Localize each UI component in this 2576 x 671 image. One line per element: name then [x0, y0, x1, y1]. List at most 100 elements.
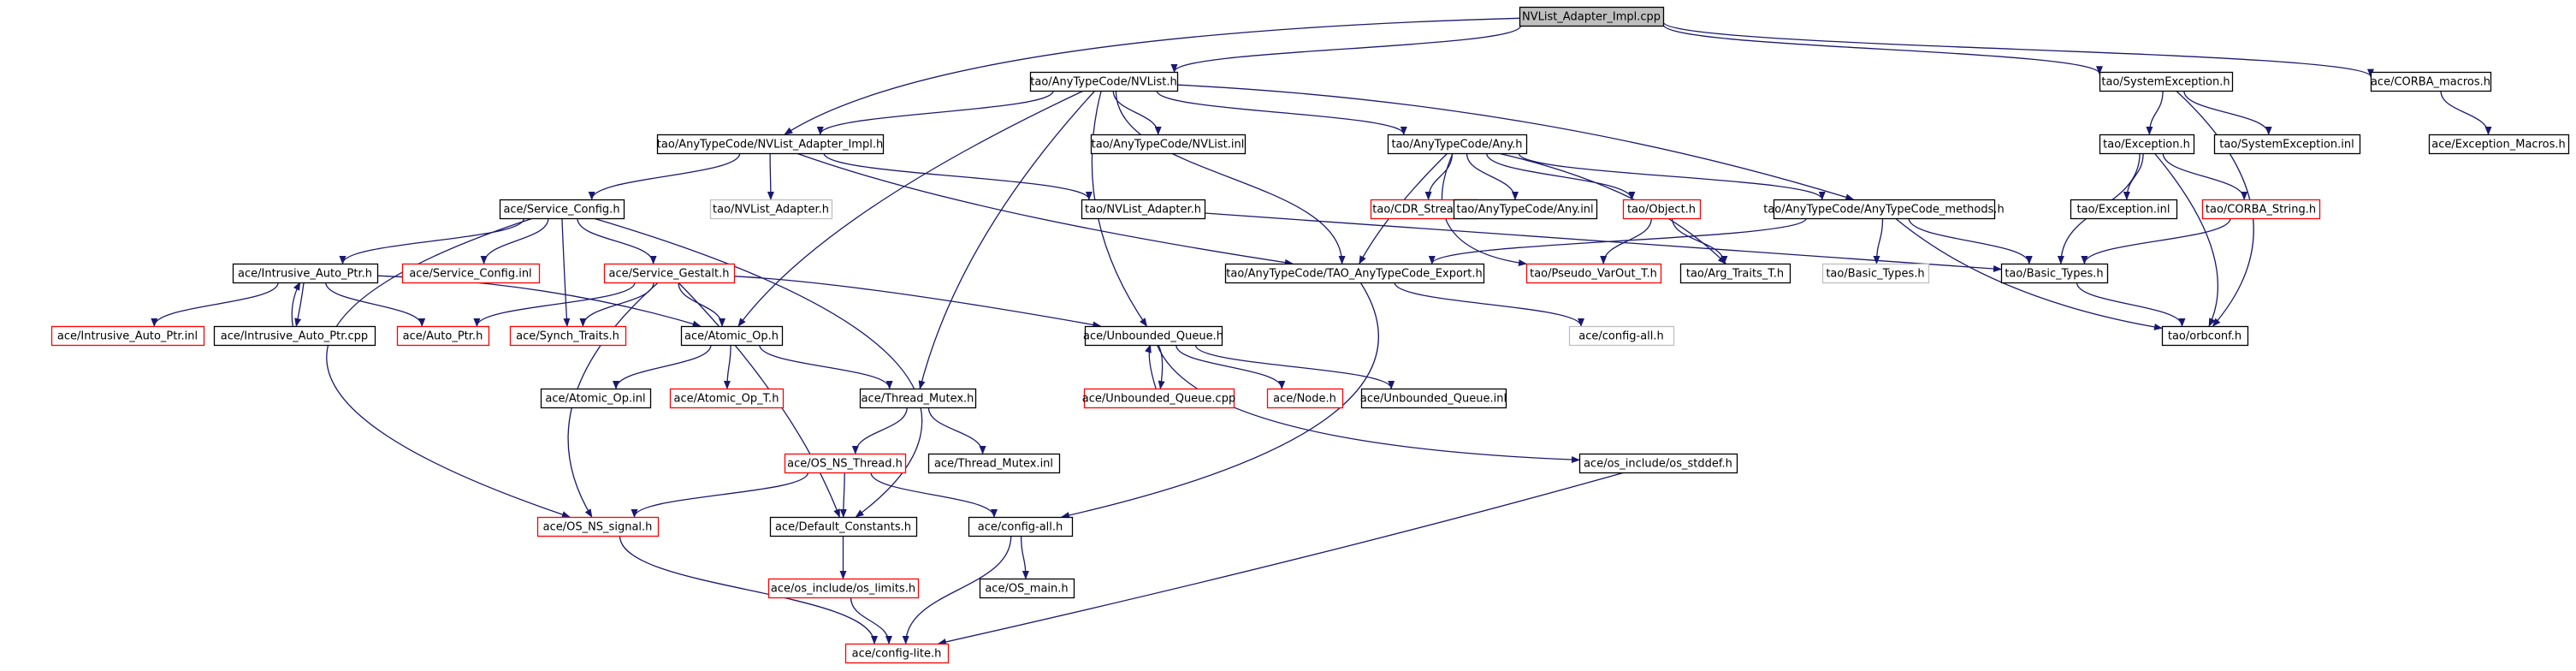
node-sysexc_h[interactable]: tao/SystemException.h: [2099, 71, 2234, 92]
edge-os_stddef-to-config_lite: [937, 472, 1625, 645]
node-box: [2370, 71, 2492, 92]
node-basic_types[interactable]: tao/Basic_Types.h: [2000, 263, 2109, 284]
node-corba_string[interactable]: tao/CORBA_String.h: [2201, 199, 2321, 220]
node-pseudo_varout[interactable]: tao/Pseudo_VarOut_T.h: [1525, 263, 1662, 284]
node-os_limits[interactable]: ace/os_include/os_limits.h: [767, 578, 920, 599]
edge-exception_h-to-exc_inl: [2123, 152, 2144, 200]
node-label: ace/Service_Gestalt.h: [608, 268, 729, 281]
node-label: tao/SystemException.inl: [2219, 139, 2354, 151]
node-nvlist_h[interactable]: tao/AnyTypeCode/NVList.h: [1029, 71, 1179, 92]
node-atc_export[interactable]: tao/AnyTypeCode/TAO_AnyTypeCode_Export.h: [1224, 263, 1485, 284]
node-unbounded_queue_cpp[interactable]: ace/Unbounded_Queue.cpp: [1082, 388, 1235, 409]
edge-atc_export-to-config_all_und: [1394, 282, 1584, 327]
node-box: [213, 325, 376, 347]
node-nvl_adapter[interactable]: tao/NVList_Adapter.h: [1081, 199, 1206, 220]
edge-nvla_impl_h-to-atc_export: [796, 152, 1294, 266]
node-intr_ptr_inl[interactable]: ace/Intrusive_Auto_Ptr.inl: [50, 325, 205, 347]
node-thread_mutex_inl[interactable]: ace/Thread_Mutex.inl: [927, 453, 1061, 474]
node-any_inl[interactable]: tao/AnyTypeCode/Any.inl: [1453, 199, 1598, 220]
node-intr_ptr_cpp[interactable]: ace/Intrusive_Auto_Ptr.cpp: [213, 325, 376, 347]
node-box: [1453, 199, 1598, 220]
node-label: ace/Default_Constants.h: [775, 521, 911, 534]
edge-nvlist_h-to-atc_methods: [1176, 84, 1855, 201]
node-box: [2161, 325, 2249, 347]
node-orbconf[interactable]: tao/orbconf.h: [2161, 325, 2249, 347]
node-label: ace/os_include/os_limits.h: [771, 583, 915, 596]
node-label: ace/config-all.h: [1578, 330, 1664, 343]
node-label: tao/CDR_Stream.h: [1372, 204, 1474, 217]
node-corba_macros[interactable]: ace/CORBA_macros.h: [2370, 71, 2492, 92]
node-box: [1029, 71, 1179, 92]
node-nvlist_inl[interactable]: tao/AnyTypeCode/NVList.inl: [1090, 134, 1247, 155]
node-os_ns_signal[interactable]: ace/OS_NS_signal.h: [536, 516, 660, 537]
edge-unbounded_queue-to-node_h: [1175, 344, 1286, 389]
node-os_main[interactable]: ace/OS_main.h: [979, 578, 1075, 599]
edge-atomic_op-to-thread_mutex: [759, 344, 893, 389]
edge-any_h-to-pseudo_varout: [1441, 152, 1527, 267]
node-config_all_und: ace/config-all.h: [1568, 325, 1675, 347]
edge-svc_gestalt-to-unbounded_queue: [733, 276, 1102, 329]
edge-atc_methods-to-orbconf: [1894, 217, 2163, 330]
node-nvla_impl_h[interactable]: tao/AnyTypeCode/NVList_Adapter_Impl.h: [657, 134, 885, 155]
node-label: ace/config-all.h: [978, 521, 1063, 534]
node-box: [2201, 199, 2321, 220]
node-config_lite[interactable]: ace/config-lite.h: [844, 643, 950, 664]
node-atc_methods[interactable]: tao/AnyTypeCode/AnyTypeCode_methods.h: [1763, 199, 2005, 220]
node-label: tao/Arg_Traits_T.h: [1686, 268, 1784, 281]
edge-nvlist_h-to-nvlist_inl: [1112, 90, 1162, 135]
node-svc_config[interactable]: ace/Service_Config.h: [499, 199, 625, 220]
node-atomic_op[interactable]: ace/Atomic_Op.h: [680, 325, 784, 347]
edge-svc_config-to-synch_traits: [561, 217, 571, 327]
edge-thread_mutex-to-thread_mutex_inl: [927, 407, 986, 454]
node-label: tao/AnyTypeCode/Any.inl: [1456, 204, 1593, 217]
node-label: tao/Exception.inl: [2077, 204, 2170, 217]
node-box: [603, 263, 736, 284]
node-atomic_op_inl[interactable]: ace/Atomic_Op.inl: [540, 388, 652, 409]
node-root[interactable]: NVList_Adapter_Impl.cpp: [1519, 6, 1665, 27]
node-node_h[interactable]: ace/Node.h: [1266, 388, 1344, 409]
node-box: [1266, 388, 1344, 409]
node-any_h[interactable]: tao/AnyTypeCode/Any.h: [1387, 134, 1528, 155]
node-config_all[interactable]: ace/config-all.h: [968, 516, 1074, 537]
edge-nvl_adapter-to-basic_types: [1204, 212, 2002, 272]
edge-corba_string-to-basic_types: [2081, 217, 2231, 264]
node-intrusive_ptr[interactable]: ace/Intrusive_Auto_Ptr.h: [232, 263, 379, 284]
edge-nvlist_h-to-any_h: [1156, 90, 1407, 135]
node-box: [50, 325, 205, 347]
edge-sysexc_h-to-sysexc_inl: [2183, 90, 2272, 135]
node-svc_gestalt[interactable]: ace/Service_Gestalt.h: [603, 263, 736, 284]
node-label: ace/Atomic_Op_T.h: [674, 393, 779, 406]
node-default_constants[interactable]: ace/Default_Constants.h: [769, 516, 918, 537]
edge-svc_gestalt-to-synch_traits: [579, 282, 654, 327]
edge-unbounded_queue-to-unbounded_queue_cpp: [1158, 344, 1165, 389]
node-atomic_op_t[interactable]: ace/Atomic_Op_T.h: [669, 388, 785, 409]
node-exception_h[interactable]: tao/Exception.h: [2099, 134, 2195, 155]
node-svc_config_inl[interactable]: ace/Service_Config.inl: [401, 263, 541, 284]
node-exc_inl[interactable]: tao/Exception.inl: [2070, 199, 2178, 220]
node-unbounded_queue_inl[interactable]: ace/Unbounded_Queue.inl: [1360, 388, 1507, 409]
node-label: ace/Intrusive_Auto_Ptr.cpp: [221, 330, 368, 343]
node-sysexc_inl[interactable]: tao/SystemException.inl: [2213, 134, 2361, 155]
node-arg_traits[interactable]: tao/Arg_Traits_T.h: [1679, 263, 1791, 284]
edge-nvlist_h-to-nvla_impl_h: [816, 90, 1054, 135]
edge-exception_h-to-corba_string: [2162, 152, 2248, 200]
node-box: [1622, 199, 1702, 220]
node-label: tao/Basic_Types.h: [2005, 268, 2103, 281]
node-label: ace/Unbounded_Queue.h: [1083, 330, 1223, 343]
node-label: tao/orbconf.h: [2168, 330, 2241, 343]
node-os_stddef[interactable]: ace/os_include/os_stddef.h: [1578, 453, 1738, 474]
edge-object_h-to-arg_traits: [1671, 217, 1728, 264]
node-os_ns_thread[interactable]: ace/OS_NS_Thread.h: [784, 453, 907, 474]
edge-os_limits-to-config_lite: [850, 597, 892, 644]
node-label: tao/AnyTypeCode/AnyTypeCode_methods.h: [1763, 204, 2005, 217]
node-auto_ptr[interactable]: ace/Auto_Ptr.h: [396, 325, 490, 347]
node-object_h[interactable]: tao/Object.h: [1622, 199, 1702, 220]
node-exc_macros[interactable]: ace/Exception_Macros.h: [2428, 134, 2570, 155]
node-thread_mutex[interactable]: ace/Thread_Mutex.h: [859, 388, 977, 409]
node-box: [767, 578, 920, 599]
edge-any_h-to-cdr_stream: [1424, 152, 1454, 200]
node-box: [1773, 199, 1996, 220]
node-synch_traits[interactable]: ace/Synch_Traits.h: [509, 325, 627, 347]
node-unbounded_queue[interactable]: ace/Unbounded_Queue.h: [1083, 325, 1223, 347]
edge-thread_mutex-to-os_ns_thread: [851, 407, 908, 454]
